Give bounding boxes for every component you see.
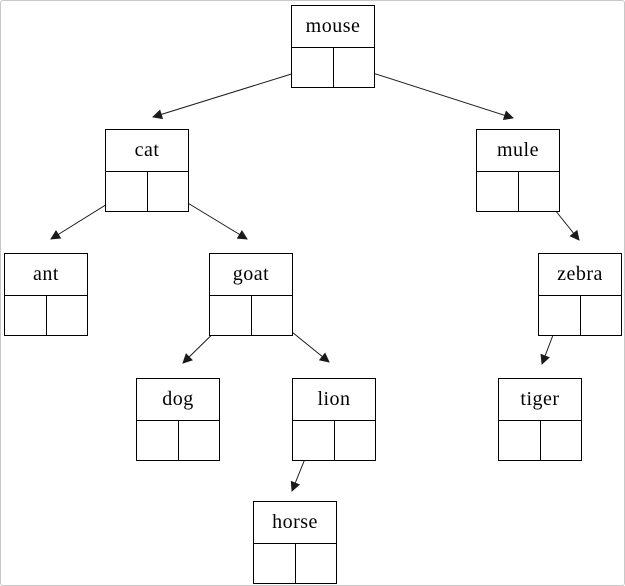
left-pointer-cell bbox=[137, 421, 179, 460]
tree-node-label: tiger bbox=[499, 379, 581, 421]
right-pointer-cell bbox=[519, 172, 560, 211]
right-pointer-cell bbox=[581, 296, 622, 335]
pointer-cells bbox=[499, 421, 581, 460]
right-pointer-cell bbox=[334, 48, 375, 87]
tree-node-label: dog bbox=[137, 379, 219, 421]
left-pointer-cell bbox=[292, 48, 334, 87]
left-pointer-cell bbox=[5, 296, 47, 335]
tree-node-horse: horse bbox=[253, 501, 337, 584]
tree-node-goat: goat bbox=[209, 253, 293, 336]
tree-node-label: lion bbox=[293, 379, 375, 421]
tree-node-cat: cat bbox=[105, 129, 189, 212]
right-pointer-cell bbox=[148, 172, 189, 211]
tree-node-label: cat bbox=[106, 130, 188, 172]
edge-mouse-left-to-cat bbox=[152, 66, 315, 120]
pointer-cells bbox=[106, 172, 188, 211]
tree-node-label: mouse bbox=[292, 6, 374, 48]
right-pointer-cell bbox=[296, 544, 337, 583]
pointer-cells bbox=[5, 296, 87, 335]
right-pointer-cell bbox=[335, 421, 376, 460]
tree-node-mouse: mouse bbox=[291, 5, 375, 88]
tree-node-dog: dog bbox=[136, 378, 220, 461]
edge-mouse-right-to-mule bbox=[353, 66, 514, 121]
pointer-cells bbox=[210, 296, 292, 335]
tree-node-label: zebra bbox=[539, 254, 621, 296]
right-pointer-cell bbox=[541, 421, 582, 460]
left-pointer-cell bbox=[254, 544, 296, 583]
right-pointer-cell bbox=[179, 421, 220, 460]
tree-node-mule: mule bbox=[476, 129, 560, 212]
tree-node-lion: lion bbox=[292, 378, 376, 461]
tree-node-zebra: zebra bbox=[538, 253, 622, 336]
pointer-cells bbox=[539, 296, 621, 335]
right-pointer-cell bbox=[252, 296, 293, 335]
pointer-cells bbox=[254, 544, 336, 583]
tree-node-label: ant bbox=[5, 254, 87, 296]
tree-node-label: goat bbox=[210, 254, 292, 296]
left-pointer-cell bbox=[210, 296, 252, 335]
pointer-cells bbox=[477, 172, 559, 211]
tree-node-tiger: tiger bbox=[498, 378, 582, 461]
left-pointer-cell bbox=[539, 296, 581, 335]
pointer-cells bbox=[293, 421, 375, 460]
pointer-cells bbox=[292, 48, 374, 87]
left-pointer-cell bbox=[106, 172, 148, 211]
tree-node-label: mule bbox=[477, 130, 559, 172]
tree-node-label: horse bbox=[254, 502, 336, 544]
right-pointer-cell bbox=[47, 296, 88, 335]
left-pointer-cell bbox=[499, 421, 541, 460]
left-pointer-cell bbox=[293, 421, 335, 460]
tree-node-ant: ant bbox=[4, 253, 88, 336]
left-pointer-cell bbox=[477, 172, 519, 211]
pointer-cells bbox=[137, 421, 219, 460]
